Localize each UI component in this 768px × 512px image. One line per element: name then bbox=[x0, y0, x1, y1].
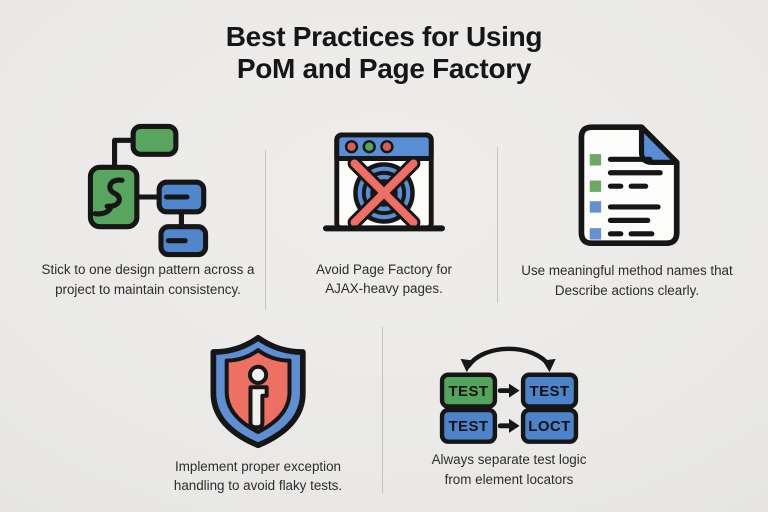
caption-line: Describe actions clearly. bbox=[554, 282, 700, 298]
box-test-blue bbox=[520, 372, 579, 409]
box-test-blue bbox=[439, 407, 498, 444]
column-divider-1 bbox=[265, 150, 266, 310]
flowchart-icon bbox=[87, 123, 209, 258]
browser-dot-red-icon bbox=[344, 140, 359, 154]
spinner-middle-ring bbox=[361, 170, 407, 216]
flowchart-hook-line bbox=[92, 204, 114, 217]
cross-x-icon bbox=[350, 159, 418, 227]
page-title: Best Practices for Using PoM and Page Fa… bbox=[0, 21, 768, 84]
box-loct-blue bbox=[520, 407, 579, 444]
document-checklist-icon bbox=[578, 124, 680, 247]
document-text-lines bbox=[607, 156, 663, 237]
flowchart-s-curve bbox=[104, 177, 125, 209]
caption-line: Stick to one design pattern across a bbox=[41, 262, 255, 278]
row-arrow-head bbox=[509, 383, 520, 398]
caption-line: Always separate test logic bbox=[431, 452, 587, 468]
item-meaningful-method-names: Use meaningful method names that Describ… bbox=[507, 122, 747, 300]
warning-bar bbox=[248, 385, 269, 430]
box-label-test: TEST bbox=[448, 383, 488, 400]
caption-separate-test-logic: Always separate test logic from element … bbox=[432, 450, 587, 489]
caption-meaningful-method-names: Use meaningful method names that Describ… bbox=[521, 261, 732, 300]
caption-line: Avoid Page Factory for bbox=[316, 262, 452, 278]
box-label-test: TEST bbox=[448, 418, 488, 435]
arrowhead-right bbox=[542, 358, 556, 373]
caption-line: handling to avoid flaky tests. bbox=[173, 478, 343, 494]
browser-crossed-icon bbox=[323, 132, 445, 232]
shield-warning-icon bbox=[210, 334, 306, 449]
spinner-inner-ring bbox=[370, 179, 398, 207]
caption-avoid-page-factory: Avoid Page Factory for AJAX-heavy pages. bbox=[316, 260, 452, 299]
box-label-loct: LOCT bbox=[528, 418, 571, 435]
item-separate-test-logic: TEST TEST TEST LOCT Always separate test… bbox=[400, 336, 618, 489]
page-title-line2: PoM and Page Factory bbox=[236, 52, 532, 84]
column-divider-2 bbox=[497, 147, 498, 303]
caption-exception-handling: Implement proper exception handling to a… bbox=[174, 457, 342, 496]
browser-dot-green-icon bbox=[362, 140, 376, 154]
arrowhead-left bbox=[460, 358, 474, 373]
item-avoid-page-factory: Avoid Page Factory for AJAX-heavy pages. bbox=[274, 129, 494, 299]
item-exception-handling: Implement proper exception handling to a… bbox=[140, 333, 376, 496]
box-test-green bbox=[439, 372, 498, 409]
flowchart-node-green-top bbox=[130, 123, 179, 157]
warning-dot bbox=[247, 364, 269, 385]
curved-swap-arrow bbox=[466, 346, 552, 369]
caption-one-design-pattern: Stick to one design pattern across a pro… bbox=[42, 260, 255, 299]
caption-line: Use meaningful method names that bbox=[521, 263, 733, 279]
item-one-design-pattern: Stick to one design pattern across a pro… bbox=[30, 119, 266, 299]
flowchart-node-green-main bbox=[87, 164, 140, 230]
caption-line: project to maintain consistency. bbox=[55, 281, 241, 297]
flowchart-connector bbox=[112, 137, 136, 170]
bullet-square-blue bbox=[589, 201, 602, 213]
bullet-square-green bbox=[589, 180, 602, 192]
caption-line: from element locators bbox=[444, 471, 574, 487]
page-title-line1: Best Practices for Using bbox=[225, 21, 543, 52]
bullet-square-blue bbox=[589, 228, 602, 240]
caption-line: AJAX-heavy pages. bbox=[325, 281, 443, 297]
caption-line: Implement proper exception bbox=[175, 459, 341, 474]
column-divider-3 bbox=[382, 327, 383, 493]
row-arrow-head bbox=[509, 418, 520, 433]
bullet-square-green bbox=[589, 154, 602, 166]
box-label-test: TEST bbox=[530, 383, 570, 400]
browser-dot-red-icon bbox=[380, 140, 394, 154]
test-locator-flow-icon: TEST TEST TEST LOCT bbox=[439, 346, 579, 444]
